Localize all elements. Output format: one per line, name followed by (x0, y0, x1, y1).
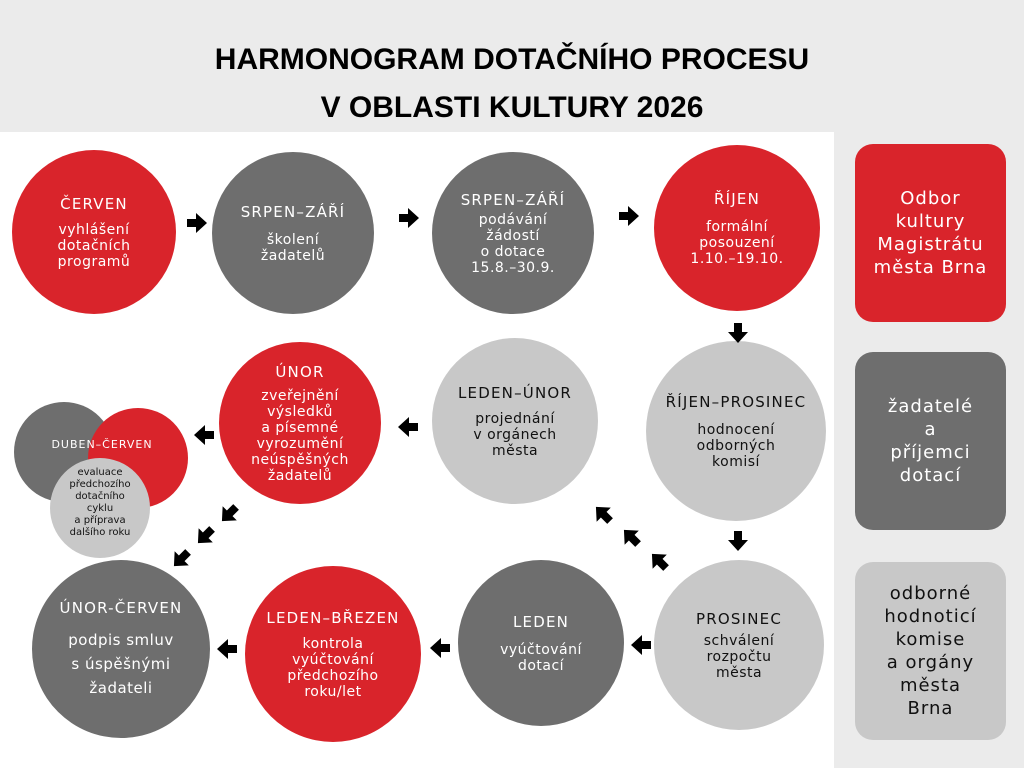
legend-komise-label: odborné hodnoticí komise a orgány města … (884, 583, 977, 719)
step-cerven-desc: vyhlášení dotačních programů (57, 221, 131, 270)
step-rijen-prosinec-title: ŘÍJEN–PROSINEC (665, 392, 807, 411)
step-leden-title: LEDEN (512, 612, 570, 631)
step-srpen-zari-skoleni-desc: školení žadatelů (260, 231, 326, 264)
step-leden: LEDEN vyúčtování dotací (458, 560, 624, 726)
arrow-right-icon (618, 205, 640, 227)
arrow-down-icon (727, 530, 749, 552)
legend-zadatele-label: žadatelé a příjemci dotací (887, 396, 974, 486)
arrow-up-left-icon (648, 550, 670, 572)
arrow-left-icon (397, 416, 419, 438)
step-unor-cerven: ÚNOR-ČERVEN podpis smluv s úspěšnými žad… (32, 560, 210, 738)
arrow-right-icon (398, 207, 420, 229)
arrow-down-left-icon (218, 503, 240, 525)
legend-komise: odborné hodnoticí komise a orgány města … (855, 562, 1006, 740)
step-leden-brezen-title: LEDEN–BŘEZEN (266, 608, 400, 627)
step-unor-cerven-desc: podpis smluv s úspěšnými žadateli (68, 630, 174, 697)
step-srpen-zari-podavani: SRPEN–ZÁŘÍ podávání žádostí o dotace 15.… (432, 152, 594, 314)
legend-odbor-kultury-label: Odbor kultury Magistrátu města Brna (873, 188, 988, 278)
legend-zadatele: žadatelé a příjemci dotací (855, 352, 1006, 530)
arrow-up-left-icon (592, 503, 614, 525)
page-title: HARMONOGRAM DOTAČNÍHO PROCESU V OBLASTI … (0, 36, 1024, 132)
step-leden-desc: vyúčtování dotací (500, 641, 582, 674)
title-line-2: V OBLASTI KULTURY 2026 (320, 91, 704, 124)
step-leden-unor: LEDEN–ÚNOR projednání v orgánech města (432, 338, 598, 504)
step-cerven: ČERVEN vyhlášení dotačních programů (12, 150, 176, 314)
legend-odbor-kultury: Odbor kultury Magistrátu města Brna (855, 144, 1006, 322)
step-unor-desc: zveřejnění výsledků a písemné vyrozumění… (251, 387, 349, 484)
step-unor: ÚNOR zveřejnění výsledků a písemné vyroz… (219, 342, 381, 504)
cluster-light-circle (50, 458, 150, 558)
step-cerven-title: ČERVEN (60, 194, 128, 213)
arrow-left-icon (630, 634, 652, 656)
step-leden-unor-title: LEDEN–ÚNOR (457, 383, 572, 402)
step-leden-brezen: LEDEN–BŘEZEN kontrola vyúčtování předcho… (245, 566, 421, 742)
step-unor-title: ÚNOR (275, 362, 325, 381)
step-unor-cerven-title: ÚNOR-ČERVEN (59, 598, 183, 617)
arrow-down-left-icon (170, 548, 192, 570)
step-rijen: ŘÍJEN formální posouzení 1.10.–19.10. (654, 145, 820, 311)
step-srpen-zari-podavani-desc: podávání žádostí o dotace 15.8.–30.9. (471, 211, 555, 276)
title-line-1: HARMONOGRAM DOTAČNÍHO PROCESU (214, 43, 810, 76)
step-leden-unor-desc: projednání v orgánech města (473, 410, 557, 459)
step-leden-brezen-desc: kontrola vyúčtování předchozího roku/let (287, 635, 379, 700)
arrow-up-left-icon (620, 526, 642, 548)
arrow-left-icon (193, 424, 215, 446)
step-rijen-prosinec: ŘÍJEN–PROSINEC hodnocení odborných komis… (646, 341, 826, 521)
step-prosinec-title: PROSINEC (696, 609, 782, 628)
step-srpen-zari-skoleni-title: SRPEN–ZÁŘÍ (240, 202, 346, 221)
step-rijen-desc: formální posouzení 1.10.–19.10. (690, 218, 784, 267)
arrow-down-icon (727, 322, 749, 344)
arrow-down-left-icon (194, 525, 216, 547)
step-srpen-zari-podavani-title: SRPEN–ZÁŘÍ (460, 190, 566, 209)
step-rijen-title: ŘÍJEN (714, 189, 760, 208)
step-prosinec: PROSINEC schválení rozpočtu města (654, 560, 824, 730)
step-duben-cerven-title: DUBEN–ČERVEN (51, 438, 153, 451)
arrow-left-icon (429, 637, 451, 659)
step-srpen-zari-skoleni: SRPEN–ZÁŘÍ školení žadatelů (212, 152, 374, 314)
step-prosinec-desc: schválení rozpočtu města (703, 632, 775, 681)
header-band (0, 0, 1024, 132)
step-duben-cerven-desc: evaluace předchozího dotačního cyklu a p… (69, 467, 131, 538)
arrow-right-icon (186, 212, 208, 234)
arrow-left-icon (216, 638, 238, 660)
step-rijen-prosinec-desc: hodnocení odborných komisí (696, 421, 776, 470)
